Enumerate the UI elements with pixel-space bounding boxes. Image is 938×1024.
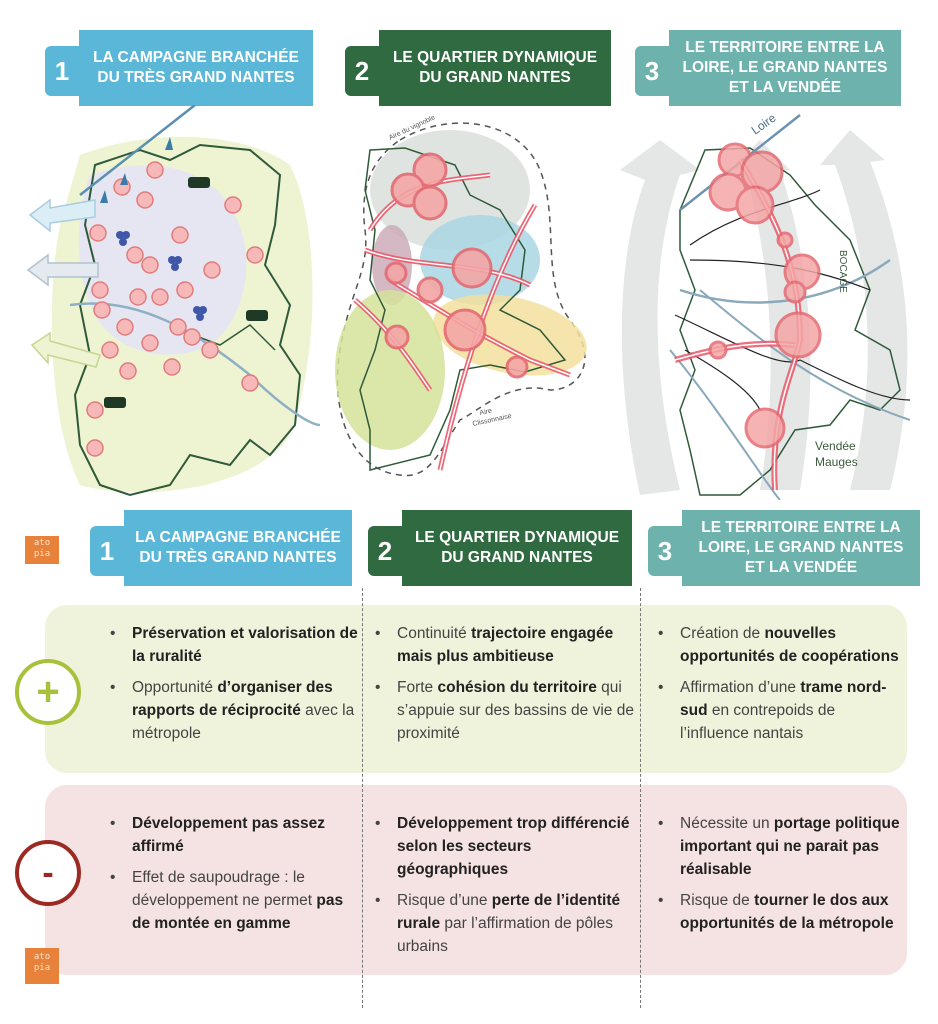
text: Effet de saupoudrage : le développement … — [132, 869, 317, 909]
bold-text: perte de l’identité rurale — [397, 892, 621, 932]
map-2-dynamic-district: Aire du vignoble Aire Clissonnaise — [335, 114, 587, 477]
text: Continuité — [397, 625, 472, 642]
cow-icons — [104, 177, 268, 408]
bocage-label: BOCAGE — [837, 250, 848, 293]
mauges-label: Mauges — [815, 455, 858, 469]
map-1-rural-countryside — [26, 105, 320, 497]
text: en contrepoids de l’influence nantais — [680, 702, 836, 742]
plus-column-3: Création de nouvelles opportunités de co… — [656, 622, 906, 753]
text: Forte — [397, 679, 438, 696]
text: Affirmation d’une — [680, 679, 801, 696]
drop-icons — [100, 137, 173, 203]
column-divider — [362, 588, 363, 1008]
atopia-logo: ato pia — [25, 536, 59, 564]
pole-circles — [384, 152, 529, 379]
column-divider — [640, 588, 641, 1008]
bold-text: trame nord-sud — [680, 679, 887, 719]
bullet-item: Préservation et valorisation de la rural… — [108, 622, 358, 668]
minus-column-3: Nécessite un portage politique important… — [656, 812, 906, 943]
bullet-item: Opportunité d’organiser des rapports de … — [108, 676, 358, 745]
scenario-2-header-top: 2 LE QUARTIER DYNAMIQUE DU GRAND NANTES — [345, 30, 611, 106]
scenario-1-header-top: 1 LA CAMPAGNE BRANCHÉE DU TRÈS GRAND NAN… — [45, 30, 313, 106]
bullet-item: Développement trop différencié selon les… — [373, 812, 638, 881]
arrows — [26, 198, 101, 368]
territory-boundary — [359, 147, 567, 471]
text: Risque d’une — [397, 892, 492, 909]
scenario-number: 1 — [45, 46, 79, 96]
bold-text: pas de montée en gamme — [132, 892, 344, 932]
bold-text: Préservation et valorisation de la rural… — [132, 625, 358, 665]
bold-text: nouvelles opportunités de coopérations — [680, 625, 899, 665]
bold-text: portage politique important qui ne parai… — [680, 815, 900, 878]
scenario-number: 2 — [368, 526, 402, 576]
scenario-3-header-top: 3 LE TERRITOIRE ENTRE LA LOIRE, LE GRAND… — [635, 30, 901, 106]
loire-label: Loire — [749, 110, 779, 137]
bold-text: cohésion du territoire — [437, 679, 597, 696]
scenario-number: 2 — [345, 46, 379, 96]
background-arrows — [620, 130, 908, 495]
minus-column-1: Développement pas assez affirméEffet de … — [108, 812, 358, 943]
scenario-3-header: 3 LE TERRITOIRE ENTRE LA LOIRE, LE GRAND… — [648, 510, 920, 586]
text: Risque de — [680, 892, 755, 909]
bullet-item: Développement pas assez affirmé — [108, 812, 358, 858]
plus-column-2: Continuité trajectoire engagée mais plus… — [373, 622, 638, 753]
minus-column-2: Développement trop différencié selon les… — [373, 812, 638, 966]
scenario-1-header: 1 LA CAMPAGNE BRANCHÉE DU TRÈS GRAND NAN… — [90, 510, 352, 586]
scenario-number: 1 — [90, 526, 124, 576]
logo-text: pia — [33, 963, 51, 973]
logo-text: ato — [33, 538, 51, 548]
atopia-logo: ato pia — [25, 948, 59, 984]
bullet-item: Création de nouvelles opportunités de co… — [656, 622, 906, 668]
bullet-item: Risque d’une perte de l’identité rurale … — [373, 889, 638, 958]
text: avec la métropole — [132, 702, 355, 742]
bold-text: tourner le dos aux opportunités de la mé… — [680, 892, 894, 932]
territory-boundary — [679, 147, 901, 496]
scenario-title: LA CAMPAGNE BRANCHÉE DU TRÈS GRAND NANTE… — [79, 30, 313, 106]
minus-icon: - — [15, 840, 81, 906]
river-loire — [79, 105, 196, 196]
bullet-item: Affirmation d’une trame nord-sud en cont… — [656, 676, 906, 745]
bullet-item: Nécessite un portage politique important… — [656, 812, 906, 881]
scenario-2-header: 2 LE QUARTIER DYNAMIQUE DU GRAND NANTES — [368, 510, 632, 586]
scenario-title: LA CAMPAGNE BRANCHÉE DU TRÈS GRAND NANTE… — [124, 510, 352, 586]
bullet-item: Forte cohésion du territoire qui s’appui… — [373, 676, 638, 745]
vendee-label: Vendée — [815, 439, 856, 453]
bold-text: Développement pas assez affirmé — [132, 815, 325, 855]
bold-text: Développement trop différencié selon les… — [397, 815, 630, 878]
zone-green — [335, 290, 445, 450]
logo-text: pia — [33, 549, 51, 559]
grape-icons — [116, 231, 207, 321]
text: par l’affirmation de pôles urbains — [397, 915, 613, 955]
text: Opportunité — [132, 679, 218, 696]
bold-text: trajectoire engagée mais plus ambitieuse — [397, 625, 614, 665]
scenario-title: LE TERRITOIRE ENTRE LA LOIRE, LE GRAND N… — [682, 510, 920, 586]
river — [69, 302, 320, 427]
text: Création de — [680, 625, 765, 642]
scenario-title: LE QUARTIER DYNAMIQUE DU GRAND NANTES — [402, 510, 632, 586]
bullet-item: Continuité trajectoire engagée mais plus… — [373, 622, 638, 668]
bullet-item: Risque de tourner le dos aux opportunité… — [656, 889, 906, 935]
text: qui s’appuie sur des bassins de vie de p… — [397, 679, 634, 742]
text: Nécessite un — [680, 815, 774, 832]
scenario-title: LE TERRITOIRE ENTRE LA LOIRE, LE GRAND N… — [669, 30, 901, 106]
map-3-loire-vendee-territory: Loire BOCAGE Vendée Mauges — [620, 110, 911, 500]
scenario-title: LE QUARTIER DYNAMIQUE DU GRAND NANTES — [379, 30, 611, 106]
bullet-item: Effet de saupoudrage : le développement … — [108, 866, 358, 935]
plus-icon: + — [15, 659, 81, 725]
bold-text: d’organiser des rapports de réciprocité — [132, 679, 333, 719]
logo-text: ato — [33, 952, 51, 962]
river — [679, 258, 891, 304]
pole-circles — [708, 142, 822, 449]
aire-dashed-boundary — [336, 122, 586, 477]
scenario-number: 3 — [635, 46, 669, 96]
scenario-number: 3 — [648, 526, 682, 576]
aire-label-bottom-2: Clissonnaise — [472, 413, 512, 428]
plus-column-1: Préservation et valorisation de la rural… — [108, 622, 358, 753]
aire-label-bottom-1: Aire — [479, 407, 493, 416]
